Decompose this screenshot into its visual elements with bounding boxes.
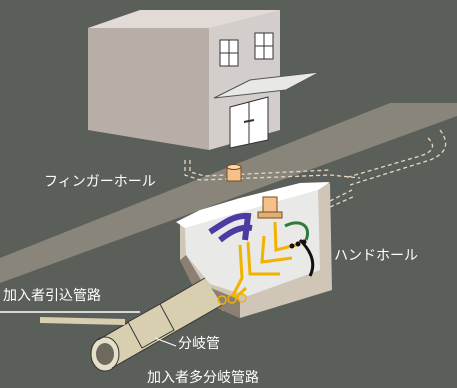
building <box>88 10 321 150</box>
hand-hole <box>176 182 332 318</box>
hand-hole-interior <box>185 190 320 296</box>
branch-pipe-label: 分岐管 <box>178 336 220 352</box>
hand-hole-rim <box>176 182 330 228</box>
branch-pipe-leader <box>154 337 177 347</box>
entrance-door <box>229 96 269 149</box>
hand-hole-label: ハンドホール <box>334 248 418 264</box>
blue-cable-bundle <box>208 212 253 243</box>
finger-hole <box>226 164 242 182</box>
hand-hole-black-rim <box>298 238 315 277</box>
road-surface <box>0 103 457 283</box>
subscriber-branch-line-label: 加入者引込管路 <box>3 288 101 304</box>
hand-hole-connector <box>257 196 283 219</box>
green-cable <box>284 221 309 241</box>
dashed-conduit <box>184 129 447 208</box>
entrance-canopy <box>213 71 321 99</box>
subscriber-multi-branch-line-label: 加入者多分岐管路 <box>147 370 259 386</box>
branch-pipe-collar <box>39 303 175 349</box>
finger-hole-label: フィンガーホール <box>44 174 156 190</box>
conduit-ports <box>217 293 247 305</box>
building-front-wall <box>88 28 209 150</box>
window-left <box>219 39 239 67</box>
window-right <box>254 32 274 60</box>
